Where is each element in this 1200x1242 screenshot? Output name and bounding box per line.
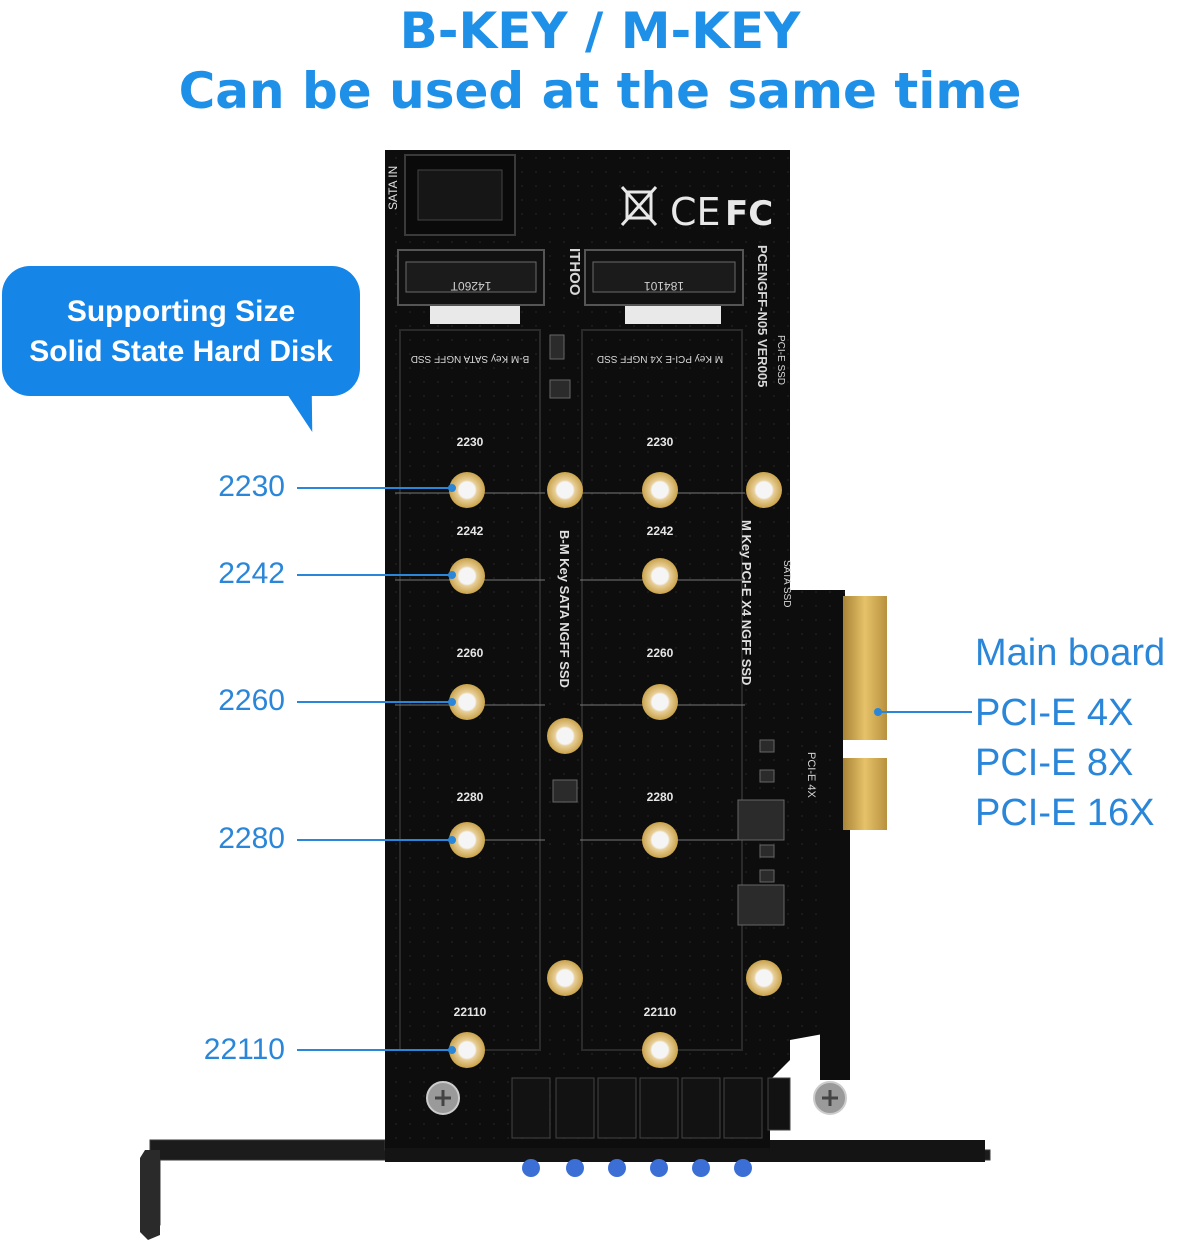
- mainboard-slot-8x: PCI-E 8X: [975, 742, 1134, 784]
- headline-line-2: Can be used at the same time: [178, 62, 1022, 120]
- metal-bracket: [140, 1139, 991, 1240]
- silk-22110-right: 22110: [644, 1005, 677, 1019]
- bubble-line-2: Solid State Hard Disk: [29, 335, 333, 368]
- callout-22110: 22110: [203, 1033, 285, 1066]
- sata-in-connector: [404, 154, 516, 236]
- left-slot-label: B-M Key SATA NGFF SSD: [411, 353, 530, 364]
- model-text: PCENGFF-N05 VER005: [755, 245, 770, 387]
- screws: [426, 1081, 847, 1115]
- right-slot-label: M Key PCI-E X4 NGFF SSD: [597, 353, 723, 364]
- silk-2280-right: 2280: [647, 790, 674, 804]
- mainboard-slot-4x: PCI-E 4X: [975, 692, 1134, 734]
- callout-2230: 2230: [218, 470, 285, 503]
- left-connector-code: 14260T: [450, 279, 491, 293]
- pcb: [385, 150, 887, 1148]
- silk-2242-right: 2242: [647, 524, 674, 538]
- standoff-holes: [449, 472, 782, 1068]
- callout-lines: [297, 484, 972, 1054]
- silk-2260-right: 2260: [647, 646, 674, 660]
- led-headers: [511, 1077, 791, 1139]
- mainboard-title: Main board: [975, 632, 1166, 674]
- pcie-4x-silk: PCI-E 4X: [805, 752, 817, 799]
- silk-2260-left: 2260: [457, 646, 484, 660]
- m2-connector-right: [584, 249, 744, 324]
- silk-2242-left: 2242: [457, 524, 484, 538]
- silk-2280-left: 2280: [457, 790, 484, 804]
- smd-components: [549, 334, 785, 926]
- callout-2242: 2242: [218, 557, 285, 590]
- m2-connector-left: [397, 249, 545, 324]
- callout-2260: 2260: [218, 684, 285, 717]
- fc-mark: FC: [725, 194, 773, 234]
- pcie-gold-fingers-lower: [843, 758, 887, 830]
- sata-ssd-led-label: SATA SSD: [781, 560, 792, 607]
- mainboard-slot-16x: PCI-E 16X: [975, 792, 1155, 834]
- brand-text: ITHOO: [566, 248, 583, 296]
- ce-mark: CE: [670, 190, 721, 234]
- sata-in-label: SATA IN: [386, 166, 400, 210]
- pcie-gold-fingers-upper: [843, 596, 887, 740]
- headline-line-1: B-KEY / M-KEY: [399, 2, 801, 60]
- silk-22110-left: 22110: [454, 1005, 487, 1019]
- silk-2230-left: 2230: [457, 435, 484, 449]
- right-connector-code: 184101: [644, 279, 684, 293]
- blue-leds: [522, 1159, 752, 1177]
- weee-icon: [620, 185, 658, 227]
- supporting-size-bubble: Supporting Size Solid State Hard Disk: [2, 266, 360, 396]
- callout-2280: 2280: [218, 822, 285, 855]
- bubble-line-1: Supporting Size: [66, 295, 296, 328]
- left-slot-long-label: B-M Key SATA NGFF SSD: [557, 530, 572, 688]
- silk-2230-right: 2230: [647, 435, 674, 449]
- pcie-ssd-led-label: PCI-E SSD: [775, 335, 786, 385]
- right-slot-long-label: M Key PCI-E X4 NGFF SSD: [739, 520, 754, 685]
